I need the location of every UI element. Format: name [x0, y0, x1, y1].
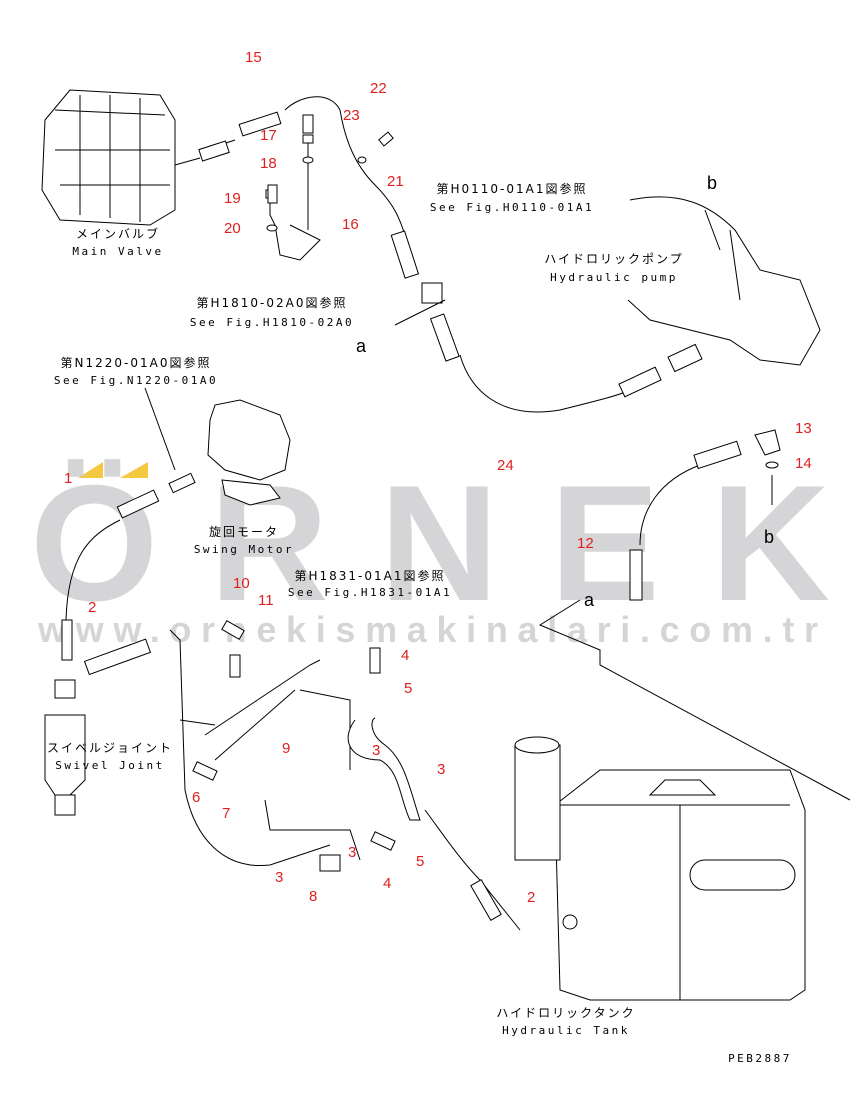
swing-motor-drawing [168, 399, 291, 506]
callout-18: 18 [260, 155, 277, 172]
drawing-code: PEB2887 [728, 1052, 792, 1065]
callout-17: 17 [260, 127, 277, 144]
callout-2: 2 [88, 599, 96, 616]
ref-h0110-jp: 第H0110-01A1図参照 [436, 181, 587, 196]
bolts [192, 114, 396, 851]
callout-3: 3 [437, 761, 445, 778]
ref-h1810-jp: 第H1810-02A0図参照 [196, 295, 347, 310]
callout-14: 14 [795, 455, 812, 472]
swivel-joint-label: Swivel Joint [55, 759, 164, 772]
callout-16: 16 [342, 216, 359, 233]
callout-6: 6 [192, 789, 200, 806]
captions: メインバルブ Main Valve 第H1810-02A0図参照 See Fig… [47, 181, 792, 1065]
callout-11: 11 [258, 592, 274, 609]
callout-4: 4 [383, 875, 391, 892]
callout-12: 12 [577, 535, 594, 552]
callout-7: 7 [222, 805, 230, 822]
connection-letters: b a b a [356, 173, 774, 610]
letter-b: b [764, 527, 774, 547]
callout-numbers: 15 22 23 17 18 21 19 16 20 24 13 14 12 1… [64, 49, 812, 906]
main-valve-drawing [41, 89, 282, 226]
hydraulic-pump-label: Hydraulic pump [550, 271, 678, 284]
callout-4: 4 [401, 647, 409, 664]
ref-h1810: See Fig.H1810-02A0 [190, 316, 354, 329]
main-valve-label-jp: メインバルブ [76, 226, 160, 241]
hydraulic-tank-label: Hydraulic Tank [502, 1024, 630, 1037]
callout-1: 1 [64, 470, 72, 487]
ref-h1831: See Fig.H1831-01A1 [288, 586, 452, 599]
letter-b: b [707, 173, 717, 193]
letter-a: a [356, 336, 367, 356]
callout-5: 5 [416, 853, 424, 870]
watermark-logo: ÖRNEK www.ornekismakinalari.com.tr [30, 451, 830, 650]
hose-15 [284, 96, 406, 236]
ref-n1220: See Fig.N1220-01A0 [54, 374, 218, 387]
hydraulic-tank-drawing [514, 736, 806, 1001]
callout-5: 5 [404, 680, 412, 697]
watermark-logo-text: ÖRNEK [30, 451, 830, 635]
swing-motor-label: Swing Motor [194, 543, 294, 556]
callout-24: 24 [497, 457, 514, 474]
ref-h0110: See Fig.H0110-01A1 [430, 201, 594, 214]
callout-9: 9 [282, 740, 290, 757]
ref-n1220-jp: 第N1220-01A0図参照 [61, 355, 212, 370]
hose-1 [65, 519, 121, 621]
callout-15: 15 [245, 49, 262, 66]
callout-13: 13 [795, 420, 812, 437]
letter-a: a [584, 590, 595, 610]
callout-20: 20 [224, 220, 241, 237]
callout-10: 10 [233, 575, 250, 592]
callout-8: 8 [309, 888, 317, 905]
callout-3: 3 [348, 844, 356, 861]
hose-24 [459, 354, 631, 413]
swivel-joint-label-jp: スイベルジョイント [47, 741, 173, 755]
callout-23: 23 [343, 107, 360, 124]
swivel-joint-drawing [44, 638, 152, 816]
hydraulic-tank-label-jp: ハイドロリックタンク [496, 1006, 635, 1020]
callout-2: 2 [527, 889, 535, 906]
callout-3: 3 [372, 742, 380, 759]
ref-h1831-jp: 第H1831-01A1図参照 [294, 568, 445, 583]
callout-19: 19 [224, 190, 241, 207]
callout-3: 3 [275, 869, 283, 886]
main-valve-label: Main Valve [72, 245, 163, 258]
callout-21: 21 [387, 173, 404, 190]
hydraulic-pump-label-jp: ハイドロリックポンプ [544, 252, 683, 266]
swing-motor-label-jp: 旋回モータ [209, 525, 279, 539]
hydraulic-pump-drawing [627, 196, 821, 366]
callout-22: 22 [370, 80, 387, 97]
